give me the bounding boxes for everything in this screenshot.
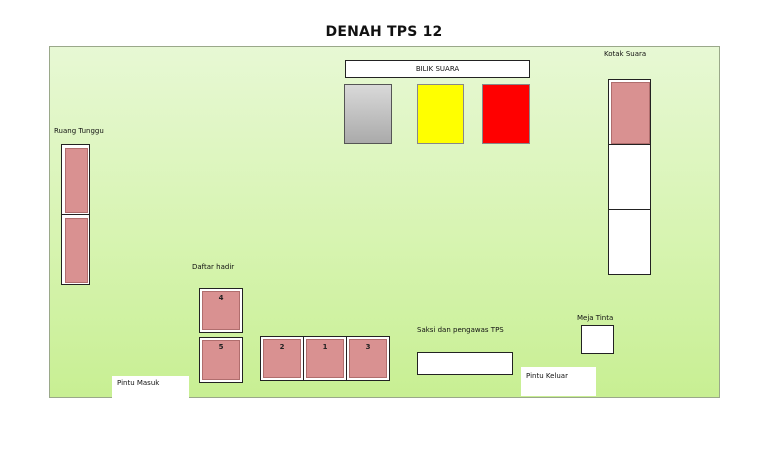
meja-tinta-label: Meja Tinta (577, 314, 614, 322)
voting-booth-red (482, 84, 530, 144)
ruang-tunggu-label: Ruang Tunggu (54, 127, 104, 135)
ink-table (581, 325, 614, 354)
ballot-box-fill (611, 82, 650, 144)
voting-booth-yellow (417, 84, 464, 144)
waiting-seat-fill (65, 218, 88, 283)
ballot-box-3 (608, 209, 651, 275)
waiting-seat-fill (65, 148, 88, 213)
ballot-box-1 (608, 79, 651, 145)
pintu-masuk-label: Pintu Masuk (117, 379, 160, 387)
entrance-door: Pintu Masuk (112, 376, 189, 400)
seat-1-number: 1 (306, 339, 344, 378)
seat-1: 1 (303, 336, 347, 381)
seat-2-number: 2 (263, 339, 301, 378)
daftar-hadir-label: Daftar hadir (192, 263, 235, 271)
seat-4: 4 (199, 288, 243, 333)
bilik-suara-label: BILIK SUARA (415, 65, 460, 73)
saksi-table (417, 352, 513, 375)
seat-3-number: 3 (349, 339, 387, 378)
seat-2: 2 (260, 336, 304, 381)
kotak-suara-label: Kotak Suara (604, 50, 647, 58)
page-title: DENAH TPS 12 (325, 24, 443, 40)
waiting-seat-2 (61, 214, 90, 285)
voting-booth-gray (344, 84, 392, 144)
pintu-keluar-label: Pintu Keluar (526, 372, 568, 380)
ballot-box-2 (608, 144, 651, 210)
waiting-seat-1 (61, 144, 90, 215)
seat-4-number: 4 (202, 291, 240, 330)
seat-5: 5 (199, 337, 243, 383)
saksi-label: Saksi dan pengawas TPS (417, 326, 504, 334)
exit-door: Pintu Keluar (521, 367, 596, 396)
bilik-suara-bar: BILIK SUARA (345, 60, 530, 78)
seat-5-number: 5 (202, 340, 240, 380)
seat-3: 3 (346, 336, 390, 381)
